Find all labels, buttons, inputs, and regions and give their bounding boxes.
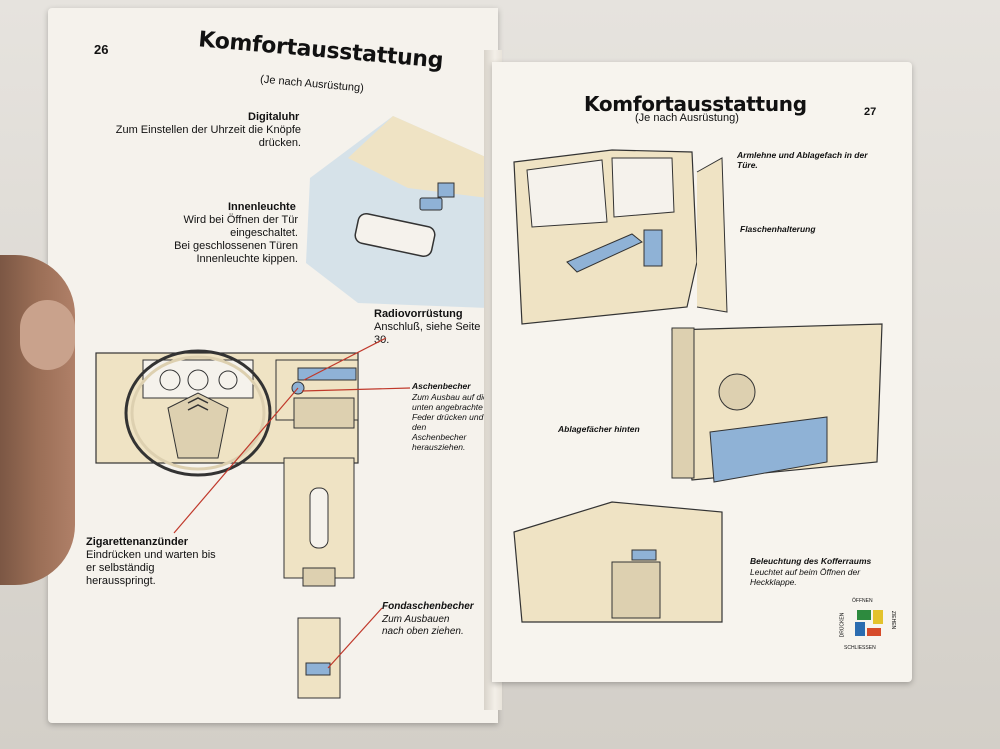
page-number-right: 27: [864, 106, 877, 118]
aschenbecher-heading: Aschenbecher: [412, 381, 471, 391]
right-illustrations: [513, 149, 883, 636]
armlehne-heading: Armlehne und Ablagefach in der Türe.: [737, 150, 868, 170]
legend-ziehen: ZIEHEN: [890, 610, 897, 630]
radio-heading: Radiovorrüstung: [374, 308, 463, 320]
digitaluhr-text: Zum Einstellen der Uhrzeit die Knöpfe dr…: [115, 124, 301, 149]
dashboard-illustration: [95, 116, 488, 699]
legend-graphic: [855, 610, 883, 636]
fond-heading: Fondaschenbecher: [382, 601, 474, 612]
thumbnail: [20, 300, 75, 370]
innenleuchte-heading: Innenleuchte: [228, 201, 296, 213]
page-title-right: Komfortausstattung: [584, 92, 807, 116]
digitaluhr-heading: Digitaluhr: [248, 111, 300, 123]
fond-text: Zum Ausbauen nach oben ziehen.: [382, 614, 464, 637]
zigarette-heading: Zigarettenanzünder: [86, 536, 189, 548]
page-number-left: 26: [94, 42, 109, 57]
flaschen-heading: Flaschenhalterung: [740, 224, 816, 234]
aschenbecher-text: Zum Ausbau auf die unten angebrachte Fed…: [412, 392, 488, 452]
right-page: Komfortausstattung (Je nach Ausrüstung) …: [492, 62, 912, 682]
left-page: 26 Komfortausstattung (Je nach Ausrüstun…: [48, 8, 498, 723]
legend-oeffnen: ÖFFNEN: [852, 598, 873, 604]
page-subtitle-right: (Je nach Ausrüstung): [635, 112, 739, 124]
kofferraum-heading: Beleuchtung des Kofferraums: [750, 556, 872, 566]
innenleuchte-text: Wird bei Öffnen der Tür eingeschaltet. B…: [174, 214, 298, 265]
zigarette-text: Eindrücken und warten bis er selbständig…: [86, 549, 216, 587]
kofferraum-text: Leuchtet auf beim Öffnen der Heckklappe.: [750, 567, 861, 587]
legend-druecken: DRÜCKEN: [839, 612, 846, 638]
ablage-heading: Ablagefächer hinten: [558, 424, 640, 434]
legend-schliessen: SCHLIESSEN: [844, 645, 876, 651]
